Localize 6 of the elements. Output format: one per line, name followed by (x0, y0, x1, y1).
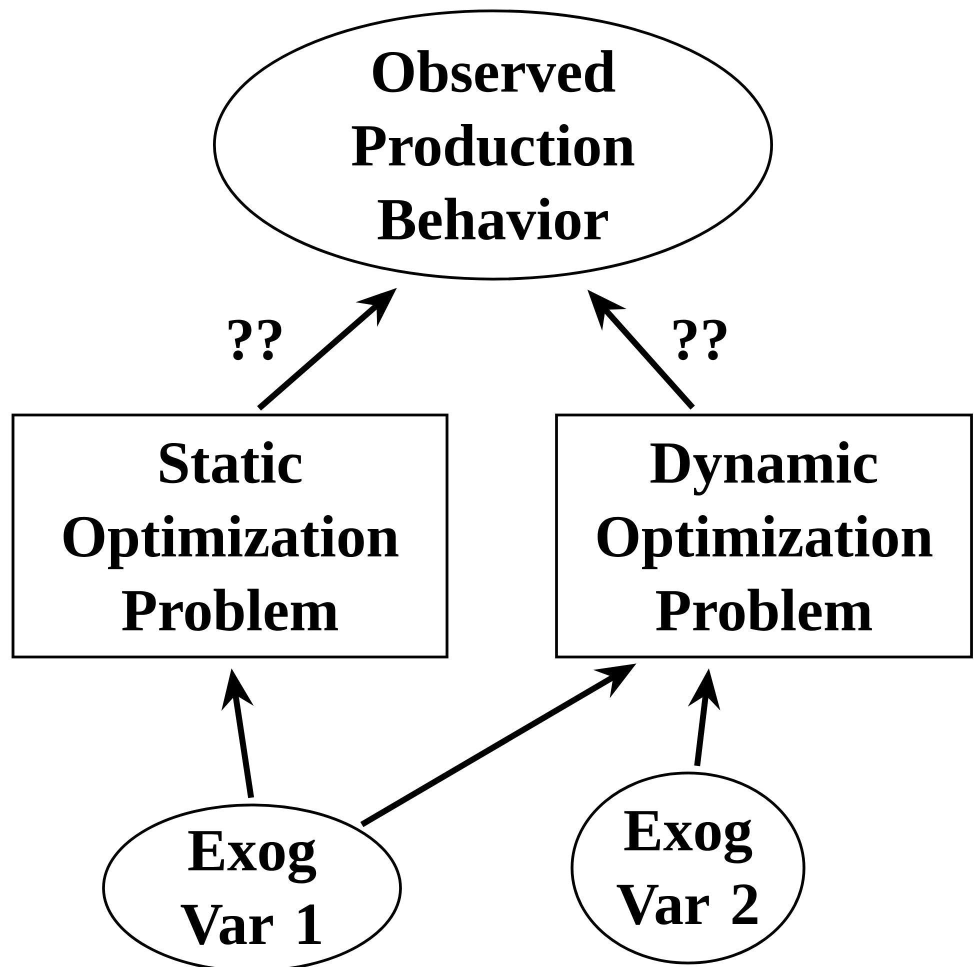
ellipse-node: Exog Var 2 (570, 772, 806, 964)
ellipse-node: Observed Production Behavior (213, 9, 774, 280)
process-box: Dynamic Optimization Problem (555, 414, 973, 658)
edge-label: ?? (222, 316, 288, 364)
edge-label: ?? (666, 316, 734, 364)
process-box: Static Optimization Problem (12, 414, 448, 658)
